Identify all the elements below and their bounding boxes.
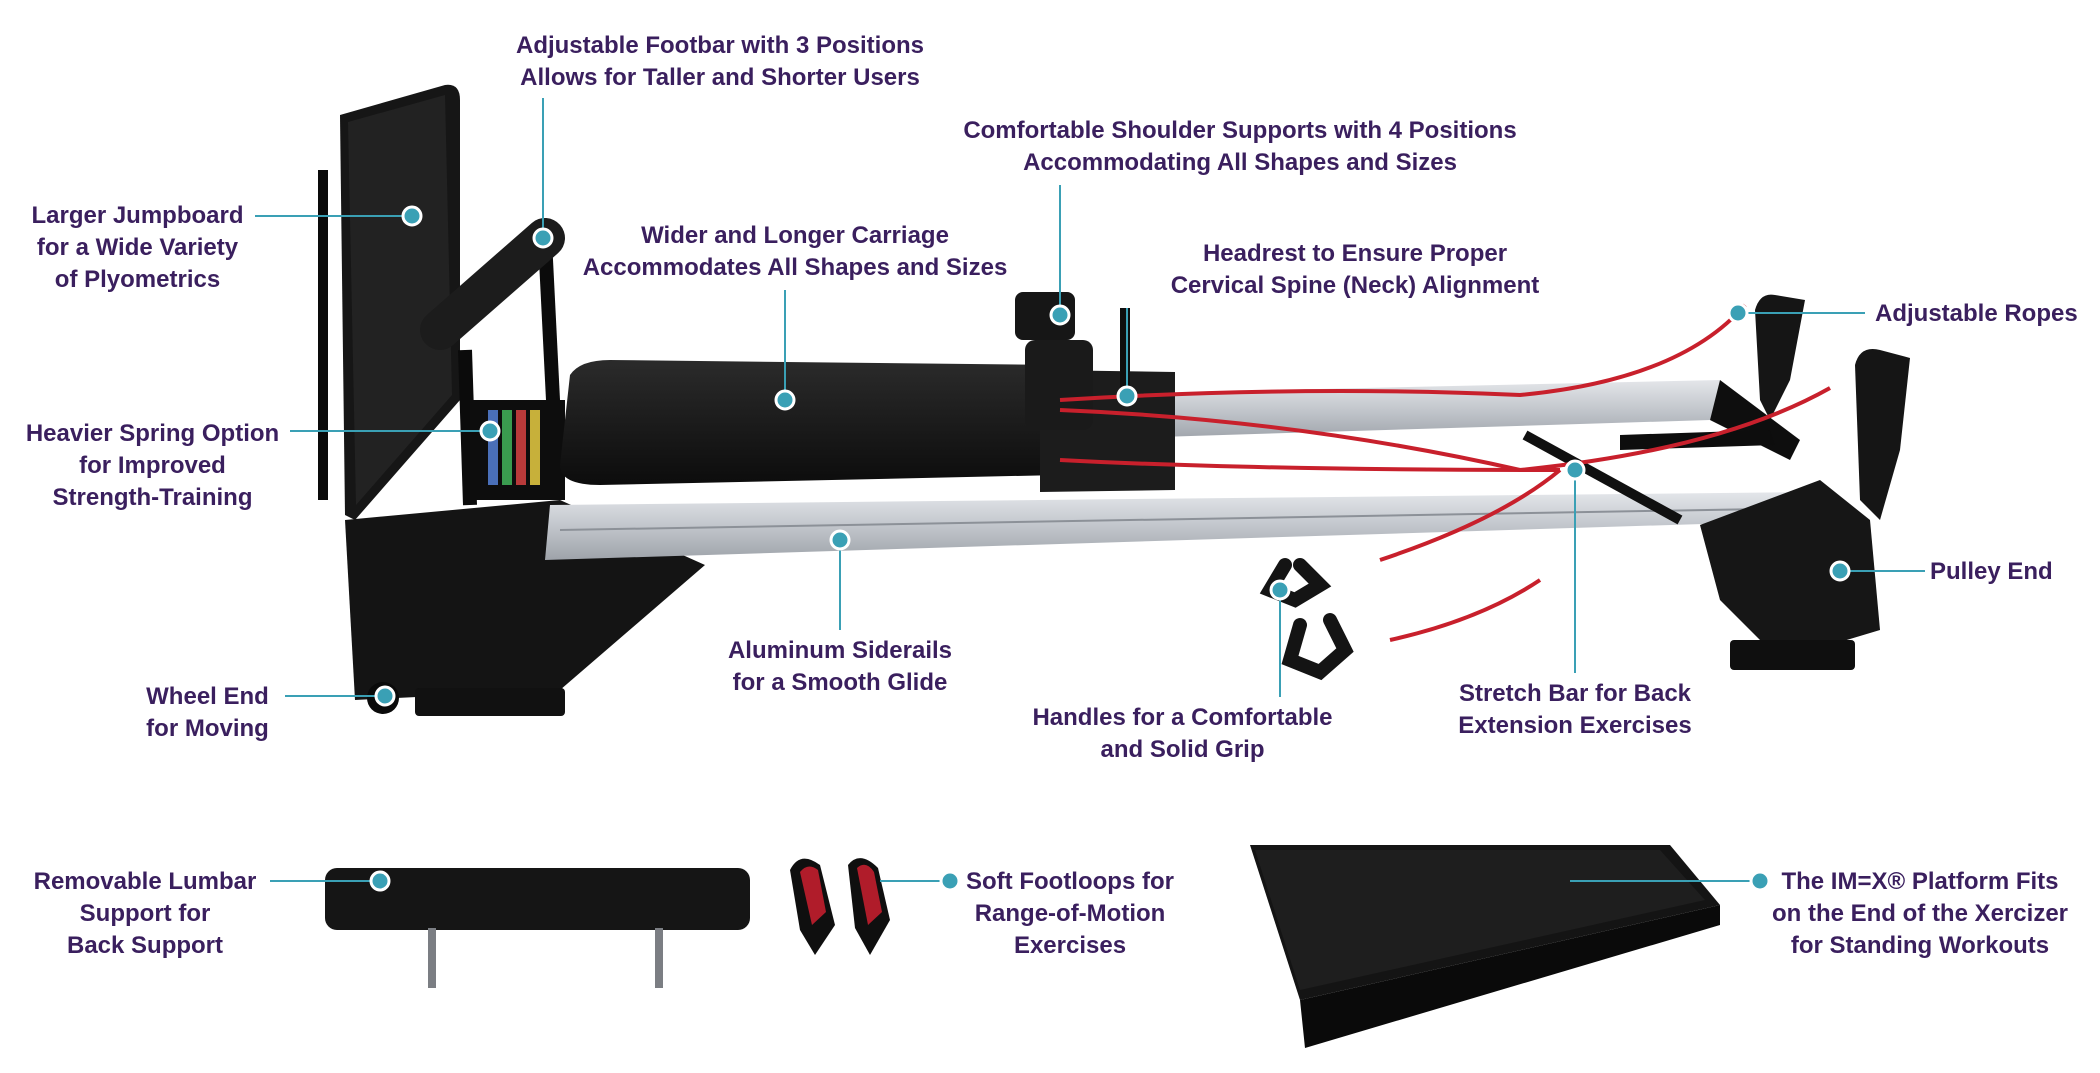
- callout-dot-wheel: [374, 685, 396, 707]
- stretch-bar: [1522, 430, 1683, 525]
- callout-dot-footbar: [532, 227, 554, 249]
- callout-dots: [369, 205, 1851, 892]
- callout-dot-carriage: [774, 389, 796, 411]
- footloops: [790, 858, 890, 955]
- callout-dot-ropes: [1727, 302, 1749, 324]
- label-pulley-end: Pulley End: [1930, 558, 2053, 585]
- spring-block: [470, 400, 565, 500]
- ropes: [1059, 303, 1831, 642]
- leader-lines: [255, 98, 1925, 882]
- callout-dot-footloops: [939, 870, 961, 892]
- callout-dot-jumpboard: [401, 205, 423, 227]
- callout-dot-pulley: [1829, 560, 1851, 582]
- callout-dot-stretchbar: [1564, 459, 1586, 481]
- callout-dot-shoulder: [1049, 304, 1071, 326]
- label-adjustable-ropes: Adjustable Ropes: [1875, 300, 2078, 327]
- callout-dot-platform: [1749, 870, 1771, 892]
- pulley-end: [1620, 294, 1910, 670]
- callout-dot-siderails: [829, 529, 851, 551]
- callout-dot-spring: [479, 420, 501, 442]
- lumbar-support: [325, 868, 750, 988]
- callout-dot-handles: [1269, 579, 1291, 601]
- jumpboard: [318, 84, 460, 520]
- front-rail: [545, 492, 1830, 560]
- im-x-platform: [1250, 845, 1720, 1048]
- callout-dot-headrest: [1116, 385, 1138, 407]
- callout-dot-lumbar: [369, 870, 391, 892]
- label-shoulder-supports: Comfortable Shoulder Supports with 4 Pos…: [963, 117, 1517, 176]
